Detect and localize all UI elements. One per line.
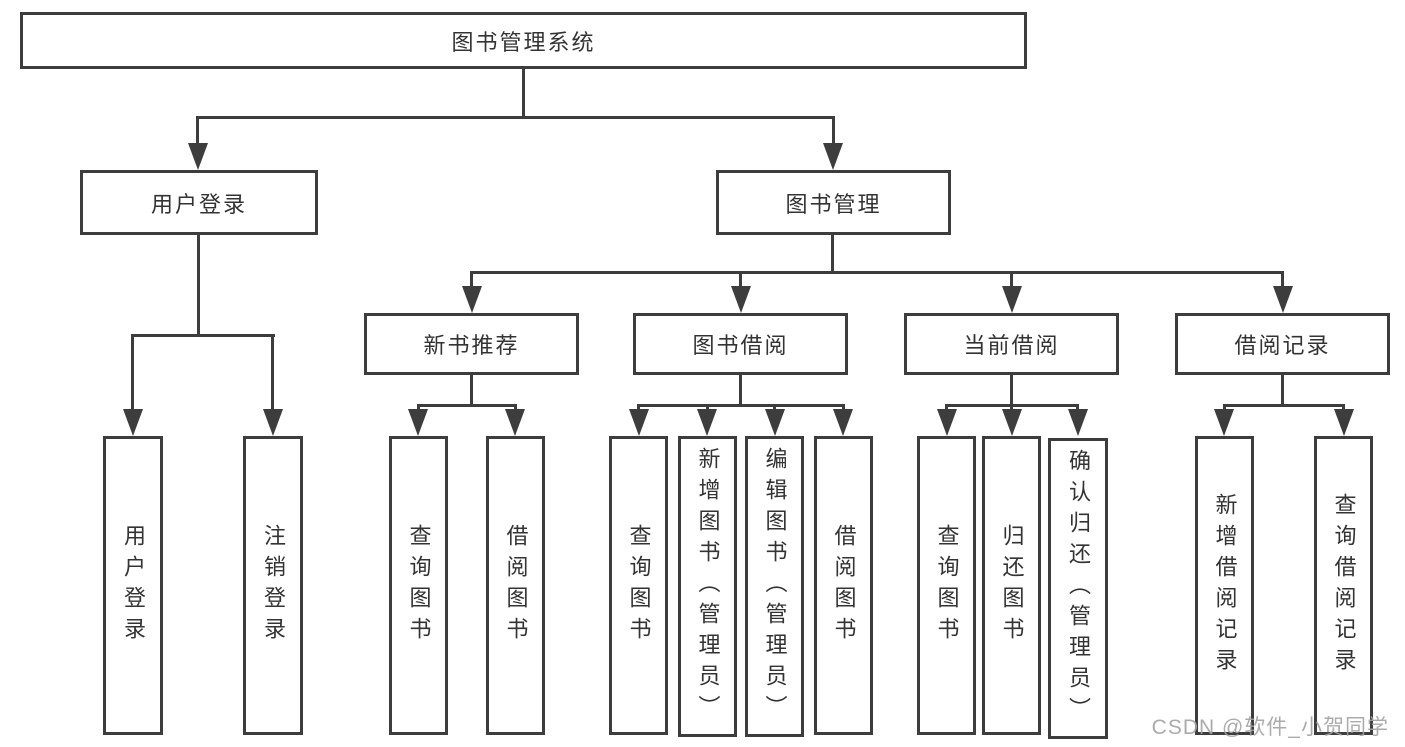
connector-line <box>196 116 199 148</box>
leaf-label: 查询图书 <box>406 523 432 648</box>
leaf-borrow-book: 借阅图书 <box>814 436 873 735</box>
connector-line <box>637 404 845 407</box>
connector-line <box>131 334 134 412</box>
arrowhead-down-icon <box>833 409 853 436</box>
leaf-borrow-query-book: 查询图书 <box>609 436 668 735</box>
node-root: 图书管理系统 <box>20 12 1027 69</box>
leaf-query-borrow-record: 查询借阅记录 <box>1314 436 1373 735</box>
arrowhead-down-icon <box>123 409 143 436</box>
leaf-add-book-admin: 新增图书（管理员） <box>678 436 737 737</box>
leaf-label: 新增图书（管理员） <box>695 447 721 726</box>
connector-line <box>831 235 834 274</box>
connector-line <box>197 235 200 336</box>
connector-line <box>1223 404 1226 413</box>
connector-line <box>637 404 640 413</box>
connector-line <box>1223 404 1345 407</box>
arrowhead-down-icon <box>1273 286 1293 313</box>
leaf-label: 用户登录 <box>121 523 146 648</box>
arrowhead-down-icon <box>629 409 649 436</box>
connector-line <box>522 69 525 119</box>
arrowhead-down-icon <box>263 409 283 436</box>
connector-line <box>739 271 742 291</box>
leaf-label: 注销登录 <box>261 523 286 648</box>
connector-line <box>842 404 845 413</box>
node-new-book-recommend: 新书推荐 <box>364 313 579 375</box>
leaf-add-borrow-record: 新增借阅记录 <box>1195 436 1254 735</box>
leaf-label: 查询图书 <box>626 523 652 648</box>
arrowhead-down-icon <box>937 409 957 436</box>
leaf-logout: 注销登录 <box>243 436 303 735</box>
arrowhead-down-icon <box>505 409 525 436</box>
connector-line <box>1342 404 1345 413</box>
connector-line <box>417 404 517 407</box>
arrowhead-down-icon <box>408 409 428 436</box>
leaf-label: 查询图书 <box>934 523 960 648</box>
connector-line <box>132 334 275 337</box>
connector-line <box>706 404 709 413</box>
node-book-management: 图书管理 <box>716 170 951 235</box>
arrowhead-down-icon <box>697 409 717 436</box>
connector-line <box>271 334 274 412</box>
arrowhead-down-icon <box>765 409 785 436</box>
leaf-label: 确认归还（管理员） <box>1066 449 1091 728</box>
connector-line <box>514 404 517 413</box>
node-book-borrow: 图书借阅 <box>633 313 848 375</box>
connector-line <box>945 404 948 413</box>
leaf-label: 编辑图书（管理员） <box>762 447 788 726</box>
connector-line <box>470 271 473 291</box>
connector-line <box>1281 375 1284 407</box>
leaf-label: 新增借阅记录 <box>1212 492 1238 679</box>
leaf-confirm-return-admin: 确认归还（管理员） <box>1048 438 1108 739</box>
arrowhead-down-icon <box>1002 409 1022 436</box>
arrowhead-down-icon <box>1068 409 1088 436</box>
watermark-text: CSDN @软件_小贺同学 <box>1151 716 1389 739</box>
arrowhead-down-icon <box>188 143 208 170</box>
leaf-label: 借阅图书 <box>503 523 529 648</box>
leaf-current-query-book: 查询图书 <box>917 436 976 735</box>
arrowhead-down-icon <box>1334 409 1354 436</box>
arrowhead-down-icon <box>731 286 751 313</box>
node-borrow-records: 借阅记录 <box>1175 313 1390 375</box>
connector-line <box>1281 271 1284 291</box>
connector-line <box>417 404 420 413</box>
connector-line <box>197 116 835 119</box>
node-user-login: 用户登录 <box>80 170 318 235</box>
connector-line <box>1076 404 1079 413</box>
arrowhead-down-icon <box>462 286 482 313</box>
connector-line <box>773 404 776 413</box>
connector-line <box>1010 404 1013 413</box>
leaf-recommend-query-book: 查询图书 <box>389 436 448 735</box>
arrowhead-down-icon <box>1002 286 1022 313</box>
connector-line <box>470 271 1284 274</box>
leaf-user-login: 用户登录 <box>103 436 163 735</box>
leaf-return-book: 归还图书 <box>982 436 1041 735</box>
connector-line <box>739 375 742 407</box>
connector-line <box>832 116 835 148</box>
connector-line <box>1010 271 1013 291</box>
leaf-label: 归还图书 <box>999 523 1025 648</box>
connector-line <box>1010 375 1013 407</box>
leaf-recommend-borrow-book: 借阅图书 <box>486 436 545 735</box>
node-current-borrow: 当前借阅 <box>904 313 1119 375</box>
leaf-edit-book-admin: 编辑图书（管理员） <box>745 436 804 737</box>
leaf-label: 查询借阅记录 <box>1331 492 1357 679</box>
connector-line <box>470 375 473 407</box>
leaf-label: 借阅图书 <box>831 523 857 648</box>
arrowhead-down-icon <box>823 143 843 170</box>
arrowhead-down-icon <box>1214 409 1234 436</box>
